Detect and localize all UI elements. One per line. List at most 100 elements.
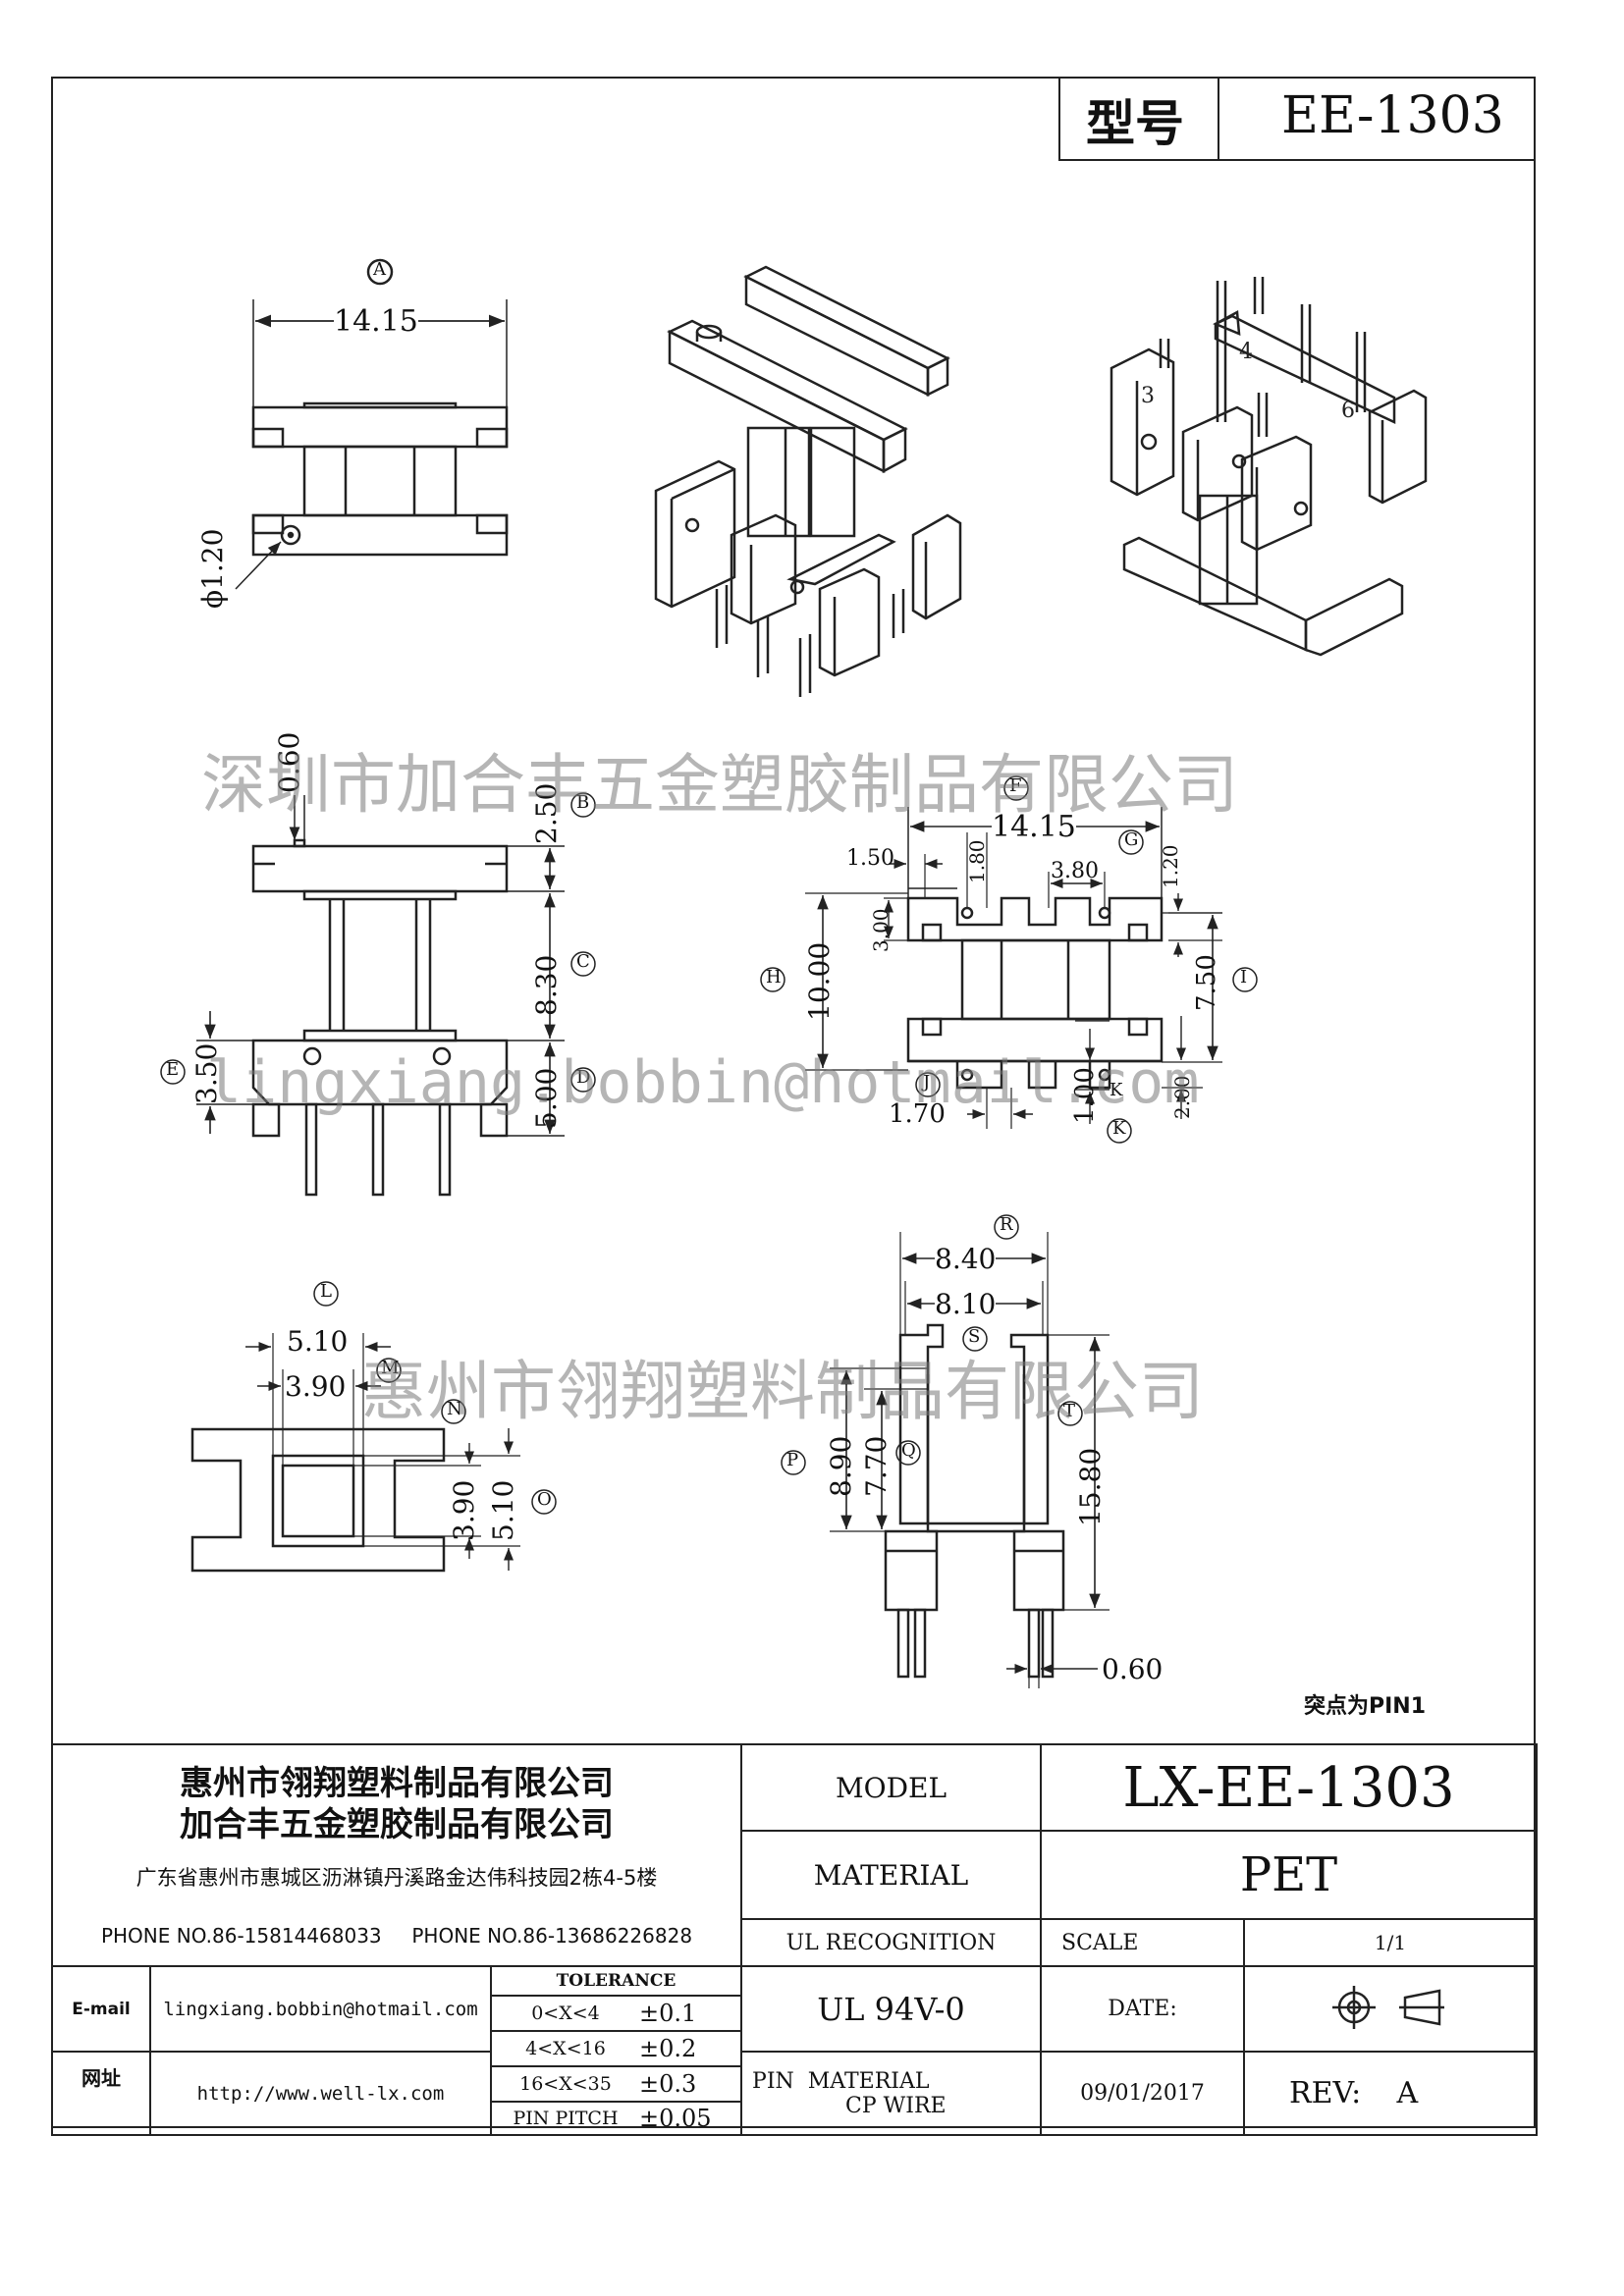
material-label-cell: MATERIAL <box>740 1830 1043 1920</box>
dim-g-pitch: 3.80 <box>1051 859 1099 883</box>
tolerance-value: ±0.05 <box>639 2105 712 2132</box>
projection-symbol-icon <box>1332 1985 1445 2029</box>
callout-circles <box>160 259 1258 1515</box>
dim-a-width: 14.15 <box>334 304 418 339</box>
tolerance-row: 0<X<4 ±0.1 <box>492 1997 741 2032</box>
dim-p: 8.90 <box>825 1435 857 1497</box>
email-link[interactable]: lingxiang.bobbin@hotmail.com <box>163 1998 478 2020</box>
callout-r: R <box>1000 1214 1013 1235</box>
model-value: LX-EE-1303 <box>1122 1755 1455 1820</box>
dim-h: 10.00 <box>803 941 836 1021</box>
header-model-box: 型号 EE-1303 <box>1058 77 1536 161</box>
callout-b: B <box>576 792 590 813</box>
callout-e: E <box>166 1059 180 1080</box>
pin1-note: 突点为PIN1 <box>1304 1694 1427 1719</box>
dim-j: 1.70 <box>889 1099 946 1129</box>
tolerance-table: TOLERANCE 0<X<4 ±0.1 4<X<16 ±0.2 16<X<35… <box>492 1967 741 2134</box>
email-label: E-mail <box>72 1999 131 2019</box>
dim-hole: ϕ1.20 <box>196 528 229 609</box>
watermark-line1: 深圳市加合丰五金塑胶制品有限公司 <box>201 747 1238 823</box>
header-model-value: EE-1303 <box>1281 86 1504 145</box>
material-value-cell: PET <box>1040 1830 1539 1920</box>
email-label-cell: E-mail <box>51 1964 151 2054</box>
callout-j: J <box>923 1072 931 1093</box>
model-label-cell: MODEL <box>740 1743 1043 1832</box>
date-value-cell: 09/01/2017 <box>1040 2051 1246 2136</box>
dim-k-small: K <box>1110 1080 1123 1100</box>
tolerance-range: 0<X<4 <box>531 2002 600 2024</box>
date-label-cell: DATE: <box>1040 1964 1246 2054</box>
date-label: DATE: <box>1108 1997 1177 2022</box>
svg-text:4: 4 <box>1239 340 1253 364</box>
material-value: PET <box>1239 1847 1338 1902</box>
callout-i: I <box>1240 967 1248 988</box>
dim-pin: 0.60 <box>1102 1653 1164 1685</box>
tolerance-cell: TOLERANCE 0<X<4 ±0.1 4<X<16 ±0.2 16<X<35… <box>489 1965 743 2136</box>
callout-f: F <box>1009 775 1022 796</box>
callout-d: D <box>576 1067 591 1088</box>
dim-n: 3.90 <box>448 1479 480 1541</box>
scale-value-cell: 1/1 <box>1243 1918 1539 1967</box>
callout-o: O <box>537 1489 552 1510</box>
model-label: MODEL <box>835 1771 947 1804</box>
dim-r1: 8.40 <box>935 1243 997 1275</box>
tolerance-row: 16<X<35 ±0.3 <box>492 2067 741 2103</box>
phone-2: PHONE NO.86-13686226828 <box>411 1924 693 1948</box>
callout-m: M <box>381 1358 400 1378</box>
dim-o: 5.10 <box>487 1479 519 1541</box>
scale-label: SCALE <box>1061 1930 1139 1955</box>
dim-g: 1.20 <box>1159 844 1182 888</box>
header-model-label: 型号 <box>1086 95 1184 152</box>
watermark-line3: 惠州市翎翔塑料制品有限公司 <box>361 1354 1204 1429</box>
pin-material-label: PIN MATERIAL <box>752 2068 930 2094</box>
dim-slot: 1.80 <box>965 839 989 883</box>
dim-q: 7.70 <box>860 1435 893 1497</box>
svg-text:6: 6 <box>1341 399 1355 423</box>
email-cell[interactable]: lingxiang.bobbin@hotmail.com <box>149 1964 492 2054</box>
pin-material-cell: PIN MATERIAL CP WIRE <box>740 2051 1043 2136</box>
ul-value-cell: UL 94V-0 <box>740 1964 1043 2054</box>
rev-label: REV: <box>1289 2076 1362 2111</box>
tolerance-range: 4<X<16 <box>525 2038 606 2059</box>
tolerance-row: PIN PITCH ±0.05 <box>492 2103 740 2134</box>
company-address: 广东省惠州市惠城区沥淋镇丹溪路金达伟科技园2栋4-5楼 <box>135 1866 658 1890</box>
top-view <box>235 258 509 590</box>
callout-q: Q <box>901 1440 916 1461</box>
dim-t: 15.80 <box>1074 1447 1107 1526</box>
callout-l: L <box>320 1281 332 1302</box>
tolerance-range: PIN PITCH <box>513 2108 619 2129</box>
rev-cell: REV: A <box>1243 2051 1539 2136</box>
section-view <box>190 1333 520 1573</box>
dim-edge: 1.50 <box>846 846 894 871</box>
isometric-view-1 <box>654 265 962 697</box>
tolerance-value: ±0.3 <box>639 2070 697 2098</box>
web-label: 网址 <box>81 2066 121 2091</box>
scale-value: 1/1 <box>1374 1931 1407 1954</box>
projection-symbol-cell <box>1243 1964 1539 2054</box>
web-link[interactable]: http://www.well-lx.com <box>196 2082 445 2105</box>
scale-label-cell: SCALE <box>1040 1918 1246 1967</box>
dim-r2: 8.10 <box>935 1288 997 1320</box>
phone-1: PHONE NO.86-15814468033 <box>100 1924 382 1948</box>
phone-line: PHONE NO.86-15814468033 PHONE NO.86-1368… <box>53 1924 740 1948</box>
material-label: MATERIAL <box>813 1858 969 1892</box>
callout-a: A <box>373 259 386 280</box>
callout-t: T <box>1063 1401 1076 1421</box>
rev-value: A <box>1396 2076 1419 2111</box>
watermark-line2: lingxiang.bobbin@hotmail.com <box>206 1048 1200 1117</box>
callout-k: K <box>1112 1118 1126 1139</box>
dim-c: 8.30 <box>530 954 563 1016</box>
bottom-view <box>805 807 1222 1129</box>
tolerance-range: 16<X<35 <box>519 2073 612 2095</box>
isometric-view-2: 3 4 6 <box>1110 277 1428 657</box>
dim-m: 3.90 <box>285 1370 347 1403</box>
callout-s: S <box>968 1326 981 1347</box>
dim-i: 7.50 <box>1192 954 1221 1011</box>
web-cell[interactable]: http://www.well-lx.com <box>149 2051 492 2136</box>
company-cell: 惠州市翎翔塑料制品有限公司 加合丰五金塑胶制品有限公司 广东省惠州市惠城区沥淋镇… <box>50 1743 743 1967</box>
date-value: 09/01/2017 <box>1080 2081 1205 2107</box>
model-value-cell: LX-EE-1303 <box>1040 1743 1539 1832</box>
callout-c: C <box>576 951 590 972</box>
title-block: 惠州市翎翔塑料制品有限公司 加合丰五金塑胶制品有限公司 广东省惠州市惠城区沥淋镇… <box>50 1743 1539 2136</box>
